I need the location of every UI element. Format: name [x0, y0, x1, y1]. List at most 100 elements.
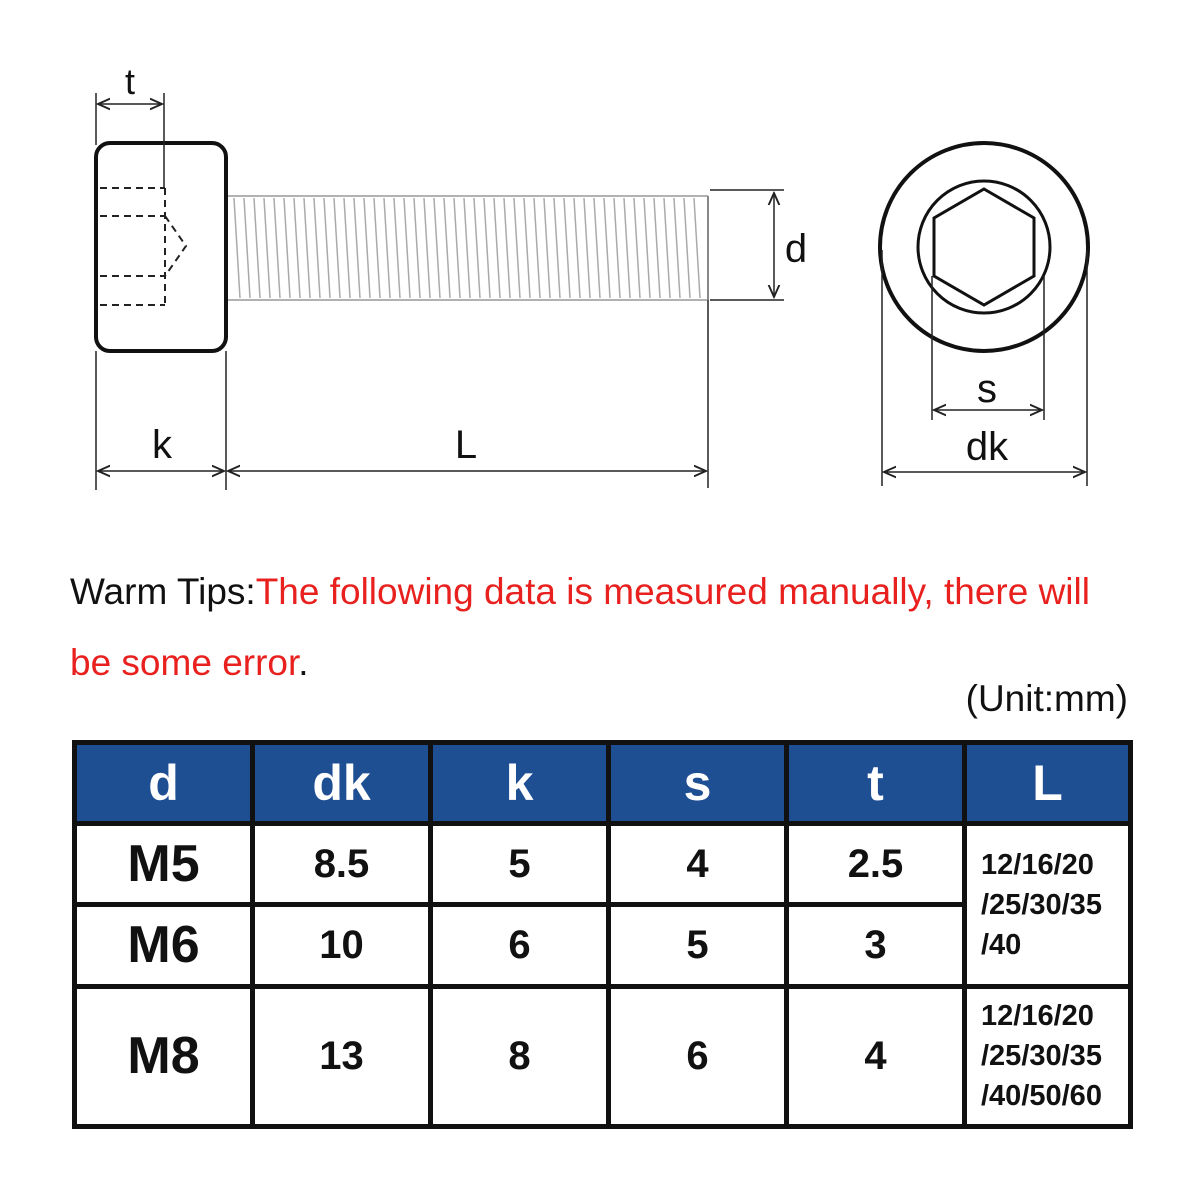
cell-dk: 8.5 [250, 820, 433, 908]
thread-line [463, 197, 471, 299]
table-row: M8 13 8 6 4 12/16/20 /25/30/35 /40/50/60 [72, 983, 1133, 1130]
cell-k: 8 [428, 983, 611, 1130]
thread-line [303, 197, 311, 299]
dimension-t: t [95, 61, 165, 188]
cell-dk: 10 [250, 902, 433, 989]
cell-d: M6 [72, 902, 255, 989]
cell-k: 6 [428, 902, 611, 989]
warm-tips-message: The following data is measured manually,… [70, 571, 1090, 683]
thread-line [393, 197, 401, 299]
thread-line [343, 197, 351, 299]
thread-line [233, 197, 241, 299]
thread-line [503, 197, 511, 299]
dimension-label-dk: dk [966, 425, 1009, 469]
table-header-row: d dk k s t L [72, 740, 1133, 826]
thread-line [623, 197, 631, 299]
dimension-label-k: k [152, 423, 173, 467]
header-dk: dk [250, 740, 433, 826]
cell-d: M8 [72, 983, 255, 1130]
cell-dk: 13 [250, 983, 433, 1130]
thread-line [253, 197, 261, 299]
cell-lengths: 12/16/20 /25/30/35 /40/50/60 [962, 983, 1133, 1130]
cell-s: 6 [606, 983, 789, 1130]
length-line: 12/16/20 [981, 848, 1094, 881]
thread-line [313, 197, 321, 299]
dimension-label-d: d [785, 227, 807, 271]
thread-line [243, 197, 251, 299]
thread-line [643, 197, 651, 299]
thread-line [333, 197, 341, 299]
dimension-s-dk: s dk [881, 250, 1088, 486]
thread-line [683, 197, 691, 299]
thread-line [523, 197, 531, 299]
dimension-label-L: L [455, 423, 477, 467]
dimension-d: d [710, 189, 807, 301]
cell-lengths: 12/16/20 /25/30/35 /40 [962, 821, 1133, 989]
thread-line [693, 197, 701, 299]
thread-line [553, 197, 561, 299]
thread-line [413, 197, 421, 299]
warm-tips-prefix: Warm Tips: [70, 571, 256, 612]
thread-line [533, 197, 541, 299]
screw-dimension-diagram: t k L d s dk [94, 61, 1090, 490]
warm-tips-period: . [298, 642, 309, 683]
thread-line [363, 197, 371, 299]
thread-line [563, 197, 571, 299]
thread-line [483, 197, 491, 299]
thread-line [433, 197, 441, 299]
thread-line [493, 197, 501, 299]
thread-line [663, 197, 671, 299]
cell-t: 3 [784, 902, 967, 989]
cell-t: 4 [784, 983, 967, 1130]
thread-line [583, 197, 591, 299]
thread-line [453, 197, 461, 299]
screw-head [94, 141, 228, 353]
length-line: 12/16/20 [981, 1000, 1094, 1033]
thread-line [263, 197, 271, 299]
thread-line [423, 197, 431, 299]
cell-k: 5 [428, 820, 611, 908]
table-row: M5 8.5 5 4 2.5 12/16/20 /25/30/35 /40 [72, 820, 1133, 989]
cell-t: 2.5 [784, 820, 967, 908]
warm-tips-note: Warm Tips:The following data is measured… [70, 556, 1140, 698]
thread-line [373, 197, 381, 299]
header-L: L [962, 740, 1133, 826]
thread-line [293, 197, 301, 299]
thread-line [353, 197, 361, 299]
header-t: t [784, 740, 967, 826]
thread-line [543, 197, 551, 299]
table-row: M6 10 6 5 3 [72, 902, 1131, 989]
thread-line [673, 197, 681, 299]
thread-line [593, 197, 601, 299]
thread-line [613, 197, 621, 299]
screw-spec-table: d dk k s t L M5 8.5 5 4 2.5 12/16/20 /25… [72, 740, 1133, 1130]
length-line: /40/50/60 [981, 1080, 1102, 1113]
header-d: d [72, 740, 255, 826]
length-line: /40 [981, 928, 1022, 961]
dimension-label-t: t [125, 61, 135, 102]
length-line: /25/30/35 [981, 1040, 1102, 1073]
unit-label: (Unit:mm) [965, 678, 1128, 719]
thread-line [573, 197, 581, 299]
thread-line [633, 197, 641, 299]
thread-line [513, 197, 521, 299]
thread-line [273, 197, 281, 299]
cell-s: 5 [606, 902, 789, 989]
screw-end-view [878, 141, 1090, 353]
cell-s: 4 [606, 820, 789, 908]
header-s: s [606, 740, 789, 826]
thread-line [383, 197, 391, 299]
dimension-k-l: k L [95, 300, 709, 490]
thread-line [443, 197, 451, 299]
threaded-shank [228, 195, 709, 301]
thread-line [603, 197, 611, 299]
thread-line [653, 197, 661, 299]
thread-line [473, 197, 481, 299]
length-line: /25/30/35 [981, 888, 1102, 921]
thread-line [323, 197, 331, 299]
thread-line [283, 197, 291, 299]
header-k: k [428, 740, 611, 826]
dimension-label-s: s [977, 367, 997, 411]
cell-d: M5 [72, 820, 255, 908]
thread-line [403, 197, 411, 299]
